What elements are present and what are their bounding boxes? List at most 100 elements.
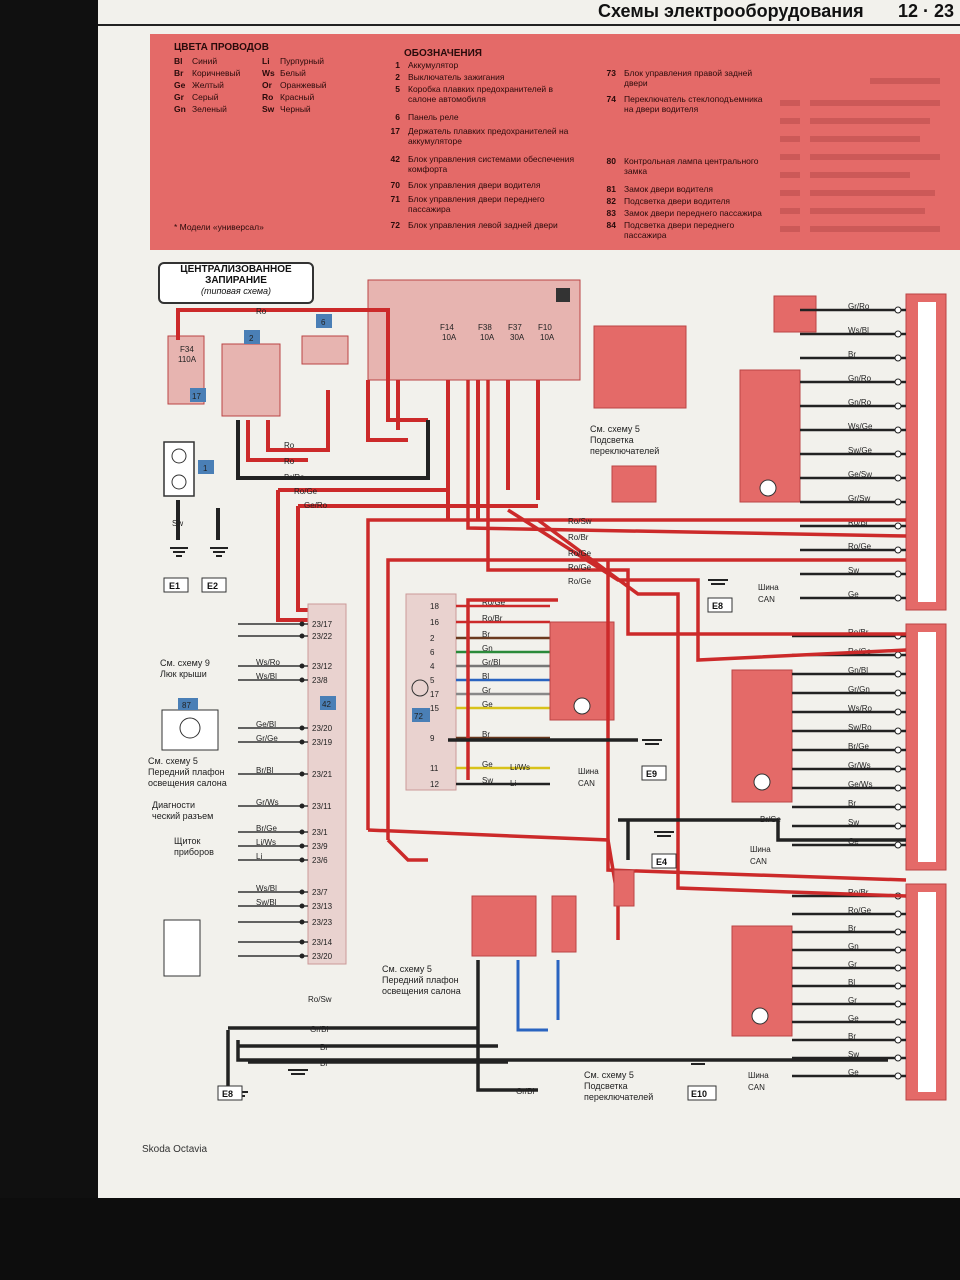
door-pin-number: 9 <box>430 734 435 743</box>
right-wire-label: Sw <box>848 566 859 575</box>
right-wire-terminal <box>894 964 902 972</box>
right-wire-terminal <box>894 946 902 954</box>
right-wire-terminal <box>894 841 902 849</box>
door-pin-wire-label: Gn <box>482 644 493 653</box>
right-wire-terminal <box>894 651 902 659</box>
right-wire-terminal <box>894 354 902 362</box>
wire-label: Ro <box>256 307 267 316</box>
door-pin-number: 12 <box>430 780 439 789</box>
pin-dot <box>299 939 305 945</box>
rear-lid-switch <box>163 919 201 977</box>
right-wire-label: Ro/Br <box>848 518 869 527</box>
right-wire-label: Ws/Ge <box>848 422 873 431</box>
wire-label: Br/Ro <box>284 473 305 482</box>
door-pin-wire-label: Ro/Br <box>482 614 503 623</box>
door-pin-number: 6 <box>430 648 435 657</box>
ground-box <box>651 853 677 869</box>
component-1-tag <box>198 460 214 474</box>
pin-dot <box>299 829 305 835</box>
footer-brand: Skoda Octavia <box>142 1144 208 1155</box>
comfort-control-unit <box>307 603 347 965</box>
pin-wire-label: Li/Ws <box>256 838 276 847</box>
page-header: Схемы электрооборудования 12 · 23 <box>98 0 960 28</box>
sunroof-motor <box>161 709 219 751</box>
door-pin-wire-label: Gr <box>482 686 491 695</box>
pin-number: 23/20 <box>312 952 333 961</box>
pin-number: 23/8 <box>312 676 328 685</box>
right-wire-label: Gn <box>848 942 859 951</box>
right-wire-terminal <box>894 928 902 936</box>
right-wire-terminal <box>894 765 902 773</box>
right-wire-terminal <box>894 982 902 990</box>
right-wire-terminal <box>894 689 902 697</box>
right-wire-label: Ge <box>848 1068 859 1077</box>
fuse-rating: 10A <box>480 333 495 342</box>
component-42-label: 42 <box>322 700 331 709</box>
pin-number: 23/21 <box>312 770 333 779</box>
pin-wire-label: Ws/Bl <box>256 884 277 893</box>
right-wire-label: Br <box>848 350 856 359</box>
door-pin-wire-label: Ge <box>482 760 493 769</box>
right-wire-terminal <box>894 670 902 678</box>
wire-bundle-dark <box>176 420 430 540</box>
can-bus-label: CAN <box>748 1083 765 1092</box>
pin-wire-label: Ge/Bl <box>256 720 276 729</box>
pin-number: 23/1 <box>312 828 328 837</box>
wire-colors-title: ЦВЕТА ПРОВОДОВ <box>174 42 269 53</box>
door-light-switch-block <box>593 325 687 409</box>
pin-wire-label: Gr/Ge <box>256 734 278 743</box>
battery-plus-terminal <box>171 448 187 464</box>
right-wire-terminal <box>894 426 902 434</box>
component-42-tag <box>320 696 336 710</box>
right-wire-label: Ge <box>848 590 859 599</box>
diagram-title-box: ЦЕНТРАЛИЗОВАННОЕ ЗАПИРАНИЕ (типовая схем… <box>158 262 314 304</box>
ground-box <box>707 597 733 613</box>
right-wire-label: Ro/Ge <box>848 542 872 551</box>
pin-wire-label: Gr/Ws <box>256 798 279 807</box>
right-wire-label: Bl <box>848 978 855 987</box>
right-wire-label: Gr/Gn <box>848 685 870 694</box>
wire-label: Ro/Ge <box>568 549 592 558</box>
pin-dot <box>299 919 305 925</box>
right-wire-terminal <box>894 822 902 830</box>
pin-number: 23/6 <box>312 856 328 865</box>
fuse-id: F37 <box>508 323 522 332</box>
fuse-rating: 30A <box>510 333 525 342</box>
door-pin-number: 18 <box>430 602 439 611</box>
right-wire-label: Gn/Ro <box>848 398 872 407</box>
wiring-diagram: F34 110A 17 1 2 6 F14 10A F38 10A F37 30… <box>161 279 947 1101</box>
right-wire-label: Gn/Ro <box>848 374 872 383</box>
component-72-label: 72 <box>414 712 423 721</box>
fuse-id: F38 <box>478 323 492 332</box>
door-pin-wire-label: Sw <box>482 776 493 785</box>
door-pin-wire-label: Bl <box>482 672 489 681</box>
battery <box>163 441 195 497</box>
can-bus-label: Шина <box>750 845 771 854</box>
can-bus-label: CAN <box>758 595 775 604</box>
right-wire-label: Br <box>848 1032 856 1041</box>
right-wire-label: Gr/Ws <box>848 761 871 770</box>
pin-wire-label: Sw/Bl <box>256 898 277 907</box>
component-2-label: 2 <box>249 334 254 343</box>
pin-wire-label: Br/Ge <box>256 824 277 833</box>
wire-label: Br <box>320 1059 328 1068</box>
component-6-label: 6 <box>321 318 326 327</box>
right-wire-terminal <box>894 498 902 506</box>
pin-dot <box>299 663 305 669</box>
pin-number: 23/20 <box>312 724 333 733</box>
fuse-f34-id: F34 <box>180 345 194 354</box>
component-2-tag <box>244 330 260 344</box>
pin-dot <box>299 771 305 777</box>
connector-strip-2-face <box>918 632 936 862</box>
